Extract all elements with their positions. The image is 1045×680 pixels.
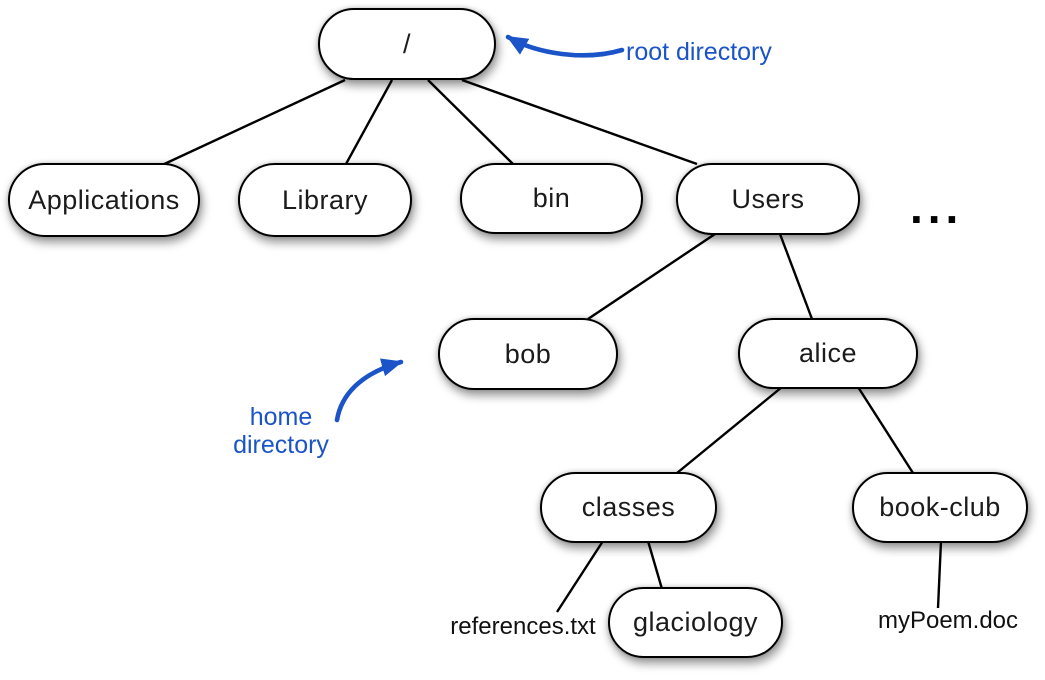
edge-root-library xyxy=(344,79,394,165)
tree-node-glaciology: glaciology xyxy=(608,587,783,658)
tree-node-applications: Applications xyxy=(8,163,200,237)
edge-root-users xyxy=(461,78,698,166)
tree-node-users: Users xyxy=(676,163,860,235)
file-label-mypoem-doc: myPoem.doc xyxy=(877,607,1019,634)
edge-book-club-mypoem-doc xyxy=(936,540,943,609)
ellipsis-more-directories: ... xyxy=(910,181,964,233)
edge-root-applications xyxy=(159,78,346,168)
tree-node-book-club: book-club xyxy=(852,472,1028,543)
annotation-root-directory: root directory xyxy=(626,38,772,66)
edge-classes-glaciology xyxy=(646,540,664,590)
annotation-home-directory: home directory xyxy=(220,403,342,459)
tree-node-root: / xyxy=(318,8,496,80)
annotation-home-directory-line1: home xyxy=(249,403,313,431)
edge-alice-book-club xyxy=(856,386,915,474)
tree-node-bin: bin xyxy=(460,163,643,234)
tree-node-alice: alice xyxy=(738,318,918,389)
edge-users-alice xyxy=(778,233,814,320)
annotation-home-directory-line2: directory xyxy=(233,431,329,459)
edge-users-bob xyxy=(587,233,716,320)
tree-node-library: Library xyxy=(238,163,412,237)
file-label-references-txt: references.txt xyxy=(450,613,596,640)
root-directory-arrow-icon xyxy=(505,34,625,58)
edge-alice-classes xyxy=(676,386,783,474)
edge-classes-references-txt xyxy=(555,540,605,613)
tree-node-bob: bob xyxy=(438,318,618,390)
tree-node-classes: classes xyxy=(540,472,717,543)
home-directory-arrow-icon xyxy=(334,358,404,423)
edge-root-bin xyxy=(427,79,514,165)
